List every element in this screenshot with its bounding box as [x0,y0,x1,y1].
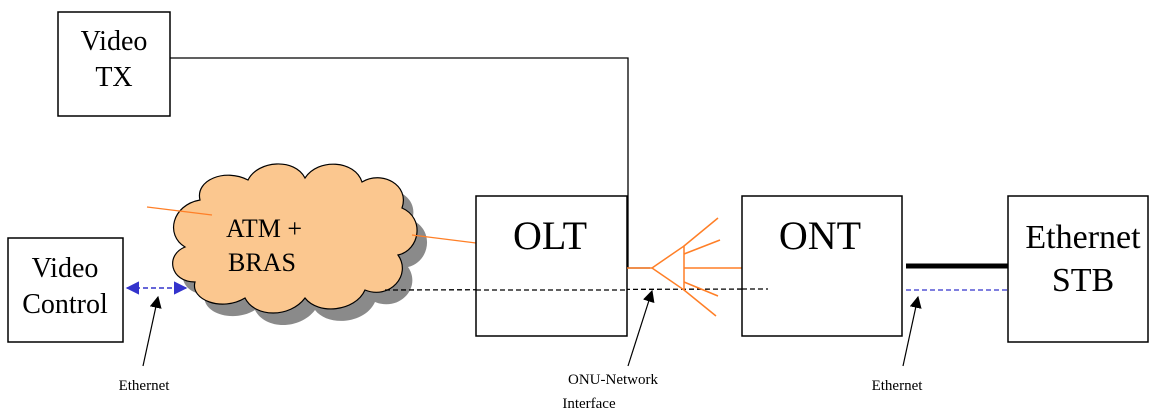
video-control-box [7,237,124,343]
olt-label: OLT [513,213,587,258]
video-tx-label-line1: Video [81,26,148,57]
cloud-to-olt-line [411,234,477,244]
video-tx-node: Video TX [57,11,171,117]
stb-label-line2: STB [1052,262,1114,299]
uplink-fiber-line [146,206,213,216]
video-control-node: Video Control [7,237,124,343]
ethernet-stb-box [1007,195,1149,343]
stb-label-line1: Ethernet [1025,219,1141,256]
splitter-branch-2 [683,239,721,255]
video-tx-box [57,11,171,117]
cloud-label-line1: ATM + [226,214,302,243]
ethernet-right-callout-arrow [902,295,922,367]
ethernet-stb-node: Ethernet STB [1007,195,1149,343]
ethernet-right-label: Ethernet [872,378,924,394]
video-control-label-line2: Control [22,289,108,320]
video-control-label-line1: Video [32,253,99,284]
olt-box [475,195,628,337]
onu-interface-label: Interface [562,396,616,412]
onu-network-label: ONU-Network [568,372,658,388]
splitter-branch-4 [683,281,719,297]
splitter-branch-1 [683,217,719,247]
ont-box [741,195,903,337]
ont-label: ONT [779,213,861,258]
ethernet-left-label: Ethernet [119,378,171,394]
onu-interface-callout-arrow [627,289,655,367]
splitter-triangle [650,244,685,292]
olt-node: OLT [475,195,628,337]
video-tx-label-line2: TX [95,62,132,93]
splitter-branch-5 [683,289,717,317]
ethernet-left-callout-arrow [142,295,162,367]
atm-bras-cloud [172,163,418,314]
optical-splitter [627,217,742,317]
cloud-label-line2: BRAS [228,248,296,277]
ont-node: ONT [741,195,903,337]
